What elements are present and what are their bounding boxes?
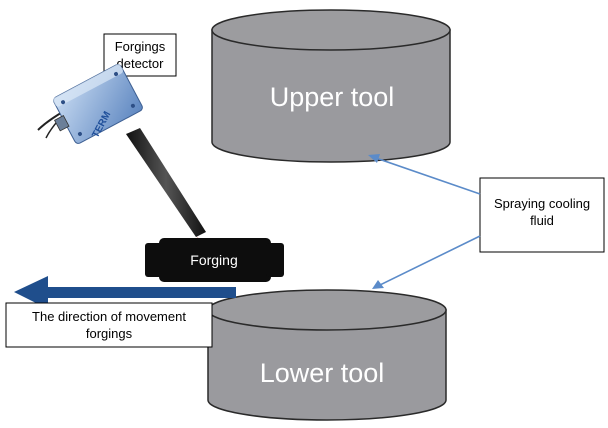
cooling-fluid-box (479, 177, 605, 253)
forging-bar-icon: Forging (145, 238, 284, 282)
detector-label-line1: Forgings (115, 39, 166, 54)
detector-label-line2: detector (117, 56, 165, 71)
direction-label-line2: forgings (86, 326, 133, 341)
arrow-to-upper-tool (368, 154, 481, 195)
forgings-detector-icon: TERM (37, 64, 206, 237)
arrow-to-lower-tool (372, 235, 481, 289)
upper-tool-label: Upper tool (270, 82, 395, 112)
upper-tool: Upper tool (211, 9, 451, 163)
direction-label-box (5, 302, 213, 348)
cooling-fluid-callout: Spraying cooling fluid (368, 154, 605, 289)
cooling-fluid-label-line2: fluid (530, 213, 554, 228)
cooling-fluid-label-line1: Spraying cooling (494, 196, 590, 211)
forging-label: Forging (190, 252, 237, 268)
direction-arrow (14, 276, 236, 309)
lower-tool: Lower tool (207, 289, 447, 421)
direction-callout: The direction of movement forgings (5, 302, 213, 348)
direction-label-line1: The direction of movement (32, 309, 186, 324)
lower-tool-label: Lower tool (260, 358, 385, 388)
